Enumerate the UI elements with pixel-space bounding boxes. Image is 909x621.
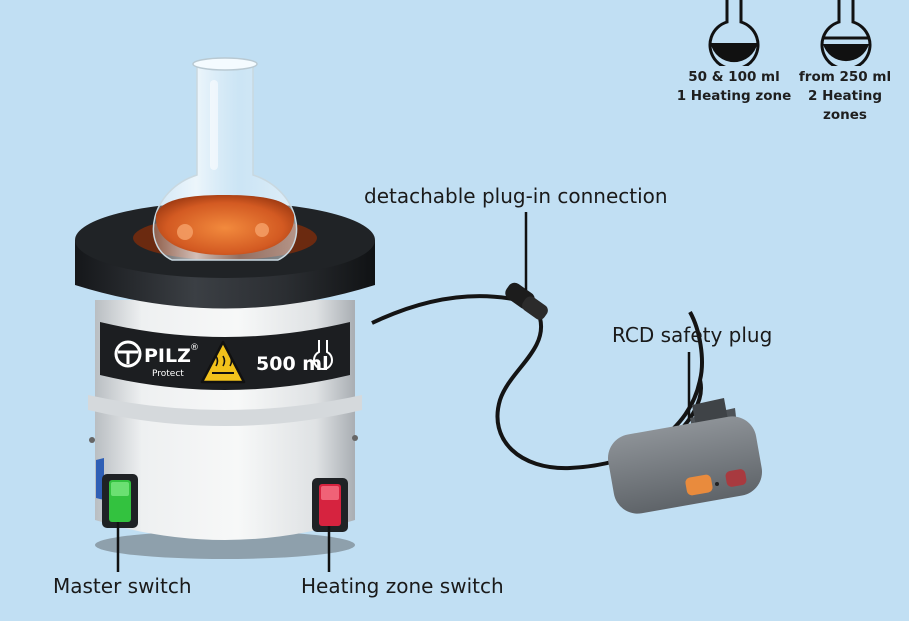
- power-cable: [371, 294, 519, 325]
- legend-two-zones: from 250 ml 2 Heating zones: [790, 68, 900, 125]
- legend-one-zone: 50 & 100 ml 1 Heating zone: [662, 68, 806, 106]
- label-heating-zone-switch: Heating zone switch: [301, 574, 504, 598]
- rcd-safety-plug: [607, 398, 763, 514]
- flask-volume-icon: [313, 340, 333, 371]
- legend-one-zone-desc: 1 Heating zone: [676, 88, 792, 104]
- legend-two-zones-size: from 250 ml: [798, 69, 892, 85]
- flask-icon-one-zone: [708, 0, 760, 66]
- device-brand-registered: ®: [190, 343, 199, 353]
- heating-zone-switch[interactable]: [312, 478, 348, 532]
- label-plug-connection: detachable plug-in connection: [364, 184, 668, 208]
- device-brand: PILZ: [144, 345, 191, 367]
- device-volume: 500 ml: [256, 353, 329, 375]
- flask-icon-two-zones: [820, 0, 872, 66]
- legend-two-zones-desc-2: zones: [823, 107, 867, 123]
- label-rcd-plug: RCD safety plug: [612, 323, 773, 347]
- rcd-cable: [495, 311, 704, 471]
- legend-two-zones-desc-1: 2 Heating: [807, 88, 882, 104]
- pilz-logo-icon: [114, 340, 142, 368]
- plug-in-connector: [505, 282, 548, 320]
- label-master-switch: Master switch: [53, 574, 192, 598]
- device-brand-sub: Protect: [152, 369, 184, 379]
- round-bottom-flask: [152, 57, 298, 261]
- master-switch[interactable]: [102, 474, 138, 528]
- hot-surface-warning-icon: [200, 340, 246, 384]
- legend-one-zone-size: 50 & 100 ml: [688, 69, 780, 85]
